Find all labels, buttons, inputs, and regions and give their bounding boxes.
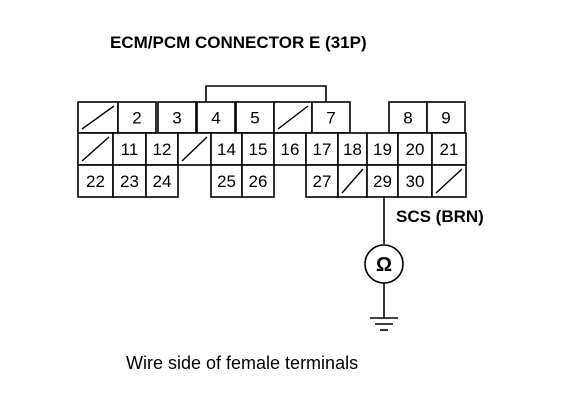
terminal-number: 19	[373, 140, 392, 159]
diagram-caption: Wire side of female terminals	[126, 353, 358, 373]
terminal-number: 23	[120, 172, 139, 191]
terminal-30	[397, 164, 433, 198]
terminal-number: 16	[281, 140, 300, 159]
terminal-number: 27	[313, 172, 332, 191]
unused-cavity-slash	[277, 105, 309, 130]
unused-cavity-slash	[81, 136, 110, 162]
terminal-number: 7	[326, 109, 335, 128]
terminal-27	[305, 164, 339, 198]
terminal-number: 21	[440, 140, 459, 159]
terminal-number: 8	[403, 109, 412, 128]
unused-cavity-slash	[435, 168, 463, 194]
terminal-number: 30	[406, 172, 425, 191]
terminal-number: 11	[121, 140, 139, 159]
terminal-number: 22	[86, 172, 105, 191]
unused-cavity-slash	[181, 136, 208, 162]
wire-label: SCS (BRN)	[396, 207, 484, 226]
terminal-number: 18	[343, 140, 362, 159]
terminal-number: 5	[250, 109, 259, 128]
terminal-26	[241, 164, 275, 198]
terminal-number: 3	[172, 109, 181, 128]
connector-lock-tab	[205, 85, 327, 102]
terminal-29	[366, 164, 399, 198]
ohm-icon: Ω	[376, 254, 392, 276]
terminal-25	[210, 164, 243, 198]
terminal-number: 15	[249, 140, 268, 159]
terminal-7	[311, 101, 351, 134]
terminal-number: 14	[217, 140, 236, 159]
terminal-number: 17	[313, 140, 332, 159]
terminal-number: 25	[217, 172, 236, 191]
terminal-number: 29	[373, 172, 392, 191]
terminal-19	[366, 132, 399, 166]
terminal-number: 9	[441, 109, 450, 128]
terminal-number: 24	[153, 172, 172, 191]
terminal-22	[77, 164, 114, 198]
terminal-number: 26	[249, 172, 268, 191]
diagram-title: ECM/PCM CONNECTOR E (31P)	[110, 33, 367, 52]
terminal-number: 2	[132, 109, 141, 128]
terminal-number: 20	[406, 140, 425, 159]
unused-cavity-slash	[81, 105, 115, 130]
terminal-12	[145, 132, 179, 166]
unused-cavity-slash	[341, 168, 364, 194]
terminal-24	[145, 164, 179, 198]
terminal-2	[117, 101, 157, 134]
terminal-number: 4	[211, 109, 220, 128]
terminal-number: 12	[153, 140, 172, 159]
